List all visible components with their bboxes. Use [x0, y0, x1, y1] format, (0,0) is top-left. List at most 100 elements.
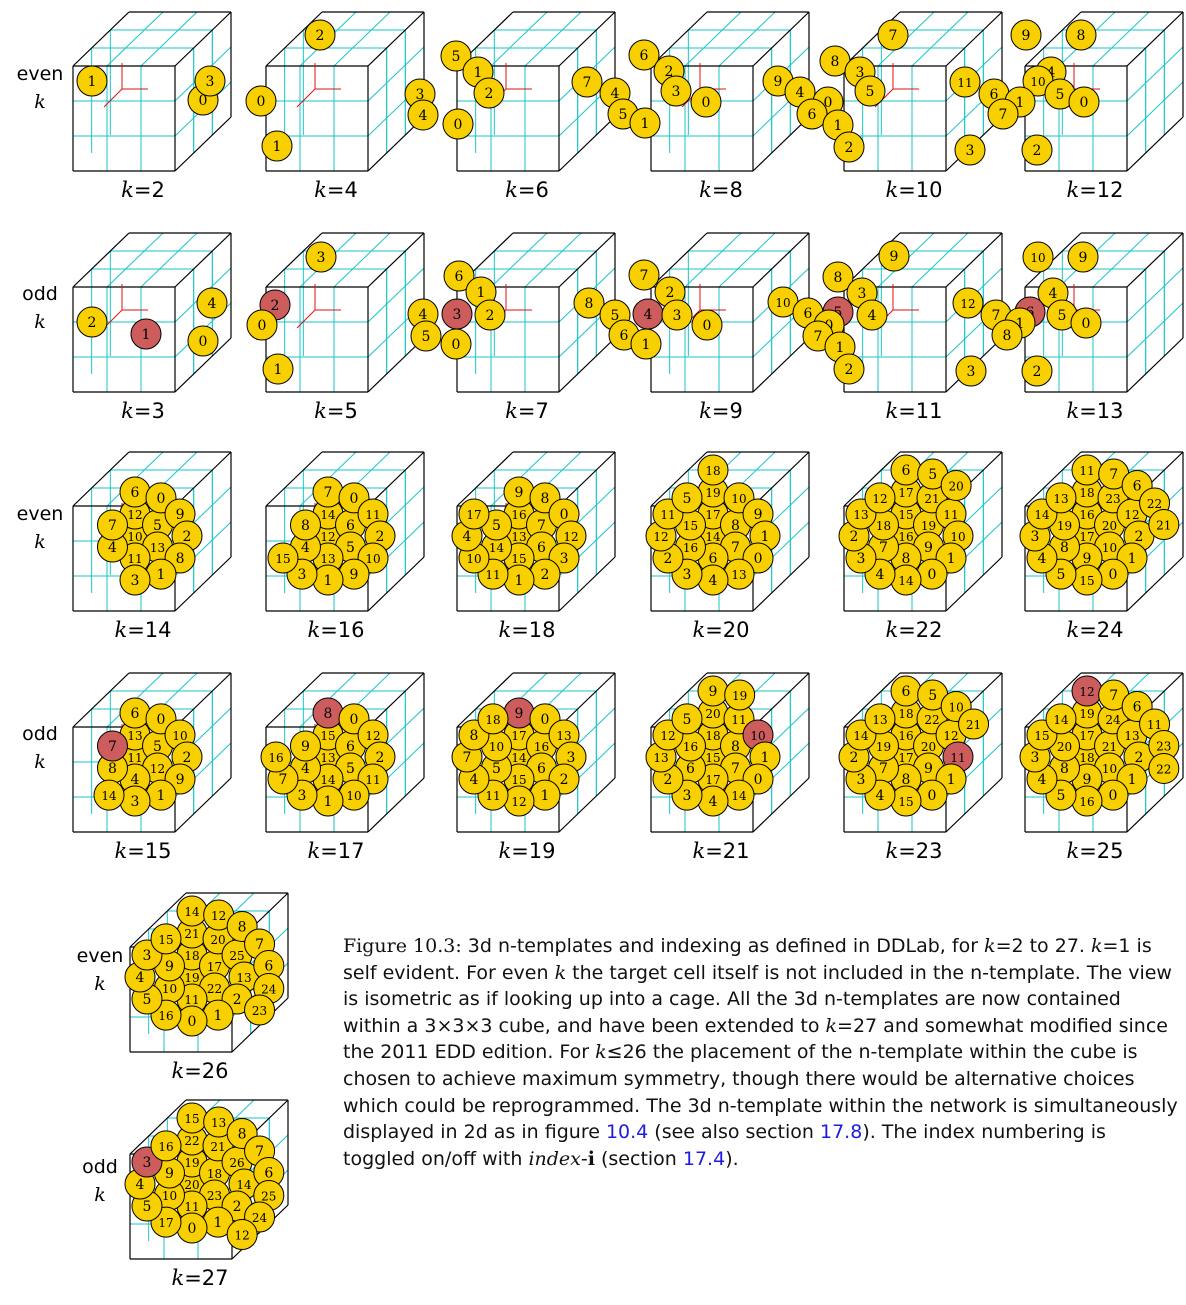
cube-edge: [367, 232, 425, 288]
target-cell: 7: [96, 730, 128, 762]
cell-index-label: 8: [324, 706, 333, 722]
cube-edge: [456, 451, 514, 507]
cell-index-label: 15: [275, 552, 290, 566]
cell-index-label: 14: [184, 905, 200, 919]
cell-index-label: 13: [872, 713, 887, 727]
cell-index-label: 15: [898, 508, 913, 522]
cell-index-label: 1: [157, 567, 166, 583]
cell-index-label: 11: [184, 993, 199, 1007]
cell-index-label: 13: [150, 541, 165, 555]
neighbor-cell: 0: [1068, 86, 1100, 118]
neighbor-cell: 1: [529, 779, 561, 811]
cell-index-label: 1: [157, 788, 166, 804]
cell-index-label: 7: [108, 518, 117, 534]
cell-index-label: 11: [660, 508, 675, 522]
grid-line: [333, 232, 391, 288]
cell-index-label: 4: [301, 761, 310, 777]
grid-line: [524, 232, 582, 288]
row-label-var: k: [94, 973, 106, 995]
cell-index-label: 1: [641, 116, 650, 132]
cell-index-label: 11: [731, 713, 746, 727]
neighbor-cell: 19: [724, 679, 756, 711]
cell-index-label: 7: [463, 750, 472, 766]
cube-edge: [650, 11, 708, 67]
neighbor-cell: 1: [630, 328, 662, 360]
grid-line: [1092, 232, 1150, 288]
grid-line: [718, 11, 776, 67]
neighbor-cell: 18: [1071, 476, 1103, 508]
cell-index-label: 13: [511, 530, 526, 544]
k-value-label: k=2: [121, 178, 165, 202]
cell-index-label: 18: [184, 949, 199, 963]
cell-index-label: 6: [620, 328, 629, 344]
k-value-label: k=27: [171, 1266, 228, 1290]
cell-index-label: 8: [831, 54, 840, 70]
cell-index-label: 2: [666, 285, 675, 301]
cube-edge: [129, 1099, 187, 1155]
cell-index-label: 15: [705, 751, 720, 765]
figure-ref-link[interactable]: 10.4: [605, 1121, 649, 1144]
cell-index-label: 14: [898, 574, 914, 588]
target-cell: 9: [503, 697, 535, 729]
cell-index-label: 0: [1109, 788, 1118, 804]
cell-index-label: 3: [858, 286, 867, 302]
cell-index-label: 0: [1080, 95, 1089, 111]
neighbor-cell: 11: [723, 703, 755, 735]
section-ref-link[interactable]: 17.4: [682, 1147, 726, 1170]
cell-index-label: 9: [350, 567, 359, 583]
grid-line: [524, 11, 582, 67]
cell-index-label: 4: [1038, 772, 1047, 788]
cube-edge: [843, 451, 901, 507]
cell-index-label: 7: [879, 761, 888, 777]
cell-index-label: 18: [705, 729, 720, 743]
cube-edge: [265, 232, 323, 288]
k-value-label: k=24: [1066, 618, 1123, 642]
cell-index-label: 6: [640, 48, 649, 64]
cell-index-label: 6: [131, 485, 140, 501]
cell-index-label: 24: [252, 1211, 268, 1225]
cell-index-label: 1: [761, 750, 770, 766]
cell-index-label: 6: [537, 540, 546, 556]
cell-index-label: 10: [489, 740, 504, 754]
cell-index-label: 1: [324, 794, 333, 810]
cell-index-label: 2: [486, 308, 495, 324]
axis-line: [296, 309, 316, 329]
cell-index-label: 17: [511, 729, 526, 743]
cell-index-label: 0: [454, 117, 463, 133]
k-value-label: k=15: [114, 839, 171, 863]
cell-index-label: 9: [1079, 250, 1088, 266]
neighbor-cell: 1: [76, 65, 108, 97]
cell-index-label: 7: [889, 28, 898, 44]
neighbor-cell: 1: [629, 107, 661, 139]
cell-index-label: 5: [611, 308, 620, 324]
cell-index-label: 17: [898, 751, 913, 765]
cell-index-label: 4: [796, 85, 805, 101]
cell-index-label: 22: [207, 982, 222, 996]
cell-index-label: 8: [834, 270, 843, 286]
cell-index-label: 10: [1030, 251, 1045, 265]
cell-index-label: 6: [131, 706, 140, 722]
cell-index-label: 13: [211, 1116, 226, 1130]
cell-index-label: 4: [709, 794, 718, 810]
cell-index-label: 16: [898, 530, 913, 544]
cell-index-label: 1: [947, 551, 956, 567]
cube-edge: [265, 672, 323, 728]
cell-index-label: 15: [683, 519, 698, 533]
cell-index-label: 7: [999, 107, 1008, 123]
k-value-label: k=11: [885, 399, 942, 423]
cube-edge: [752, 116, 810, 172]
cell-index-label: 25: [229, 949, 244, 963]
cell-index-label: 16: [1079, 795, 1094, 809]
k-value-label: k=6: [505, 178, 549, 202]
neighbor-cell: 3: [660, 75, 692, 107]
cell-index-label: 5: [928, 467, 937, 483]
cell-index-label: 11: [950, 751, 965, 765]
grid-line: [718, 232, 776, 288]
neighbor-cell: 0: [691, 309, 723, 341]
cell-index-label: 12: [127, 508, 142, 522]
section-ref-link[interactable]: 17.8: [820, 1121, 863, 1144]
cube-edge: [558, 232, 616, 288]
cell-index-label: 2: [845, 362, 854, 378]
cell-index-label: 14: [489, 541, 505, 555]
